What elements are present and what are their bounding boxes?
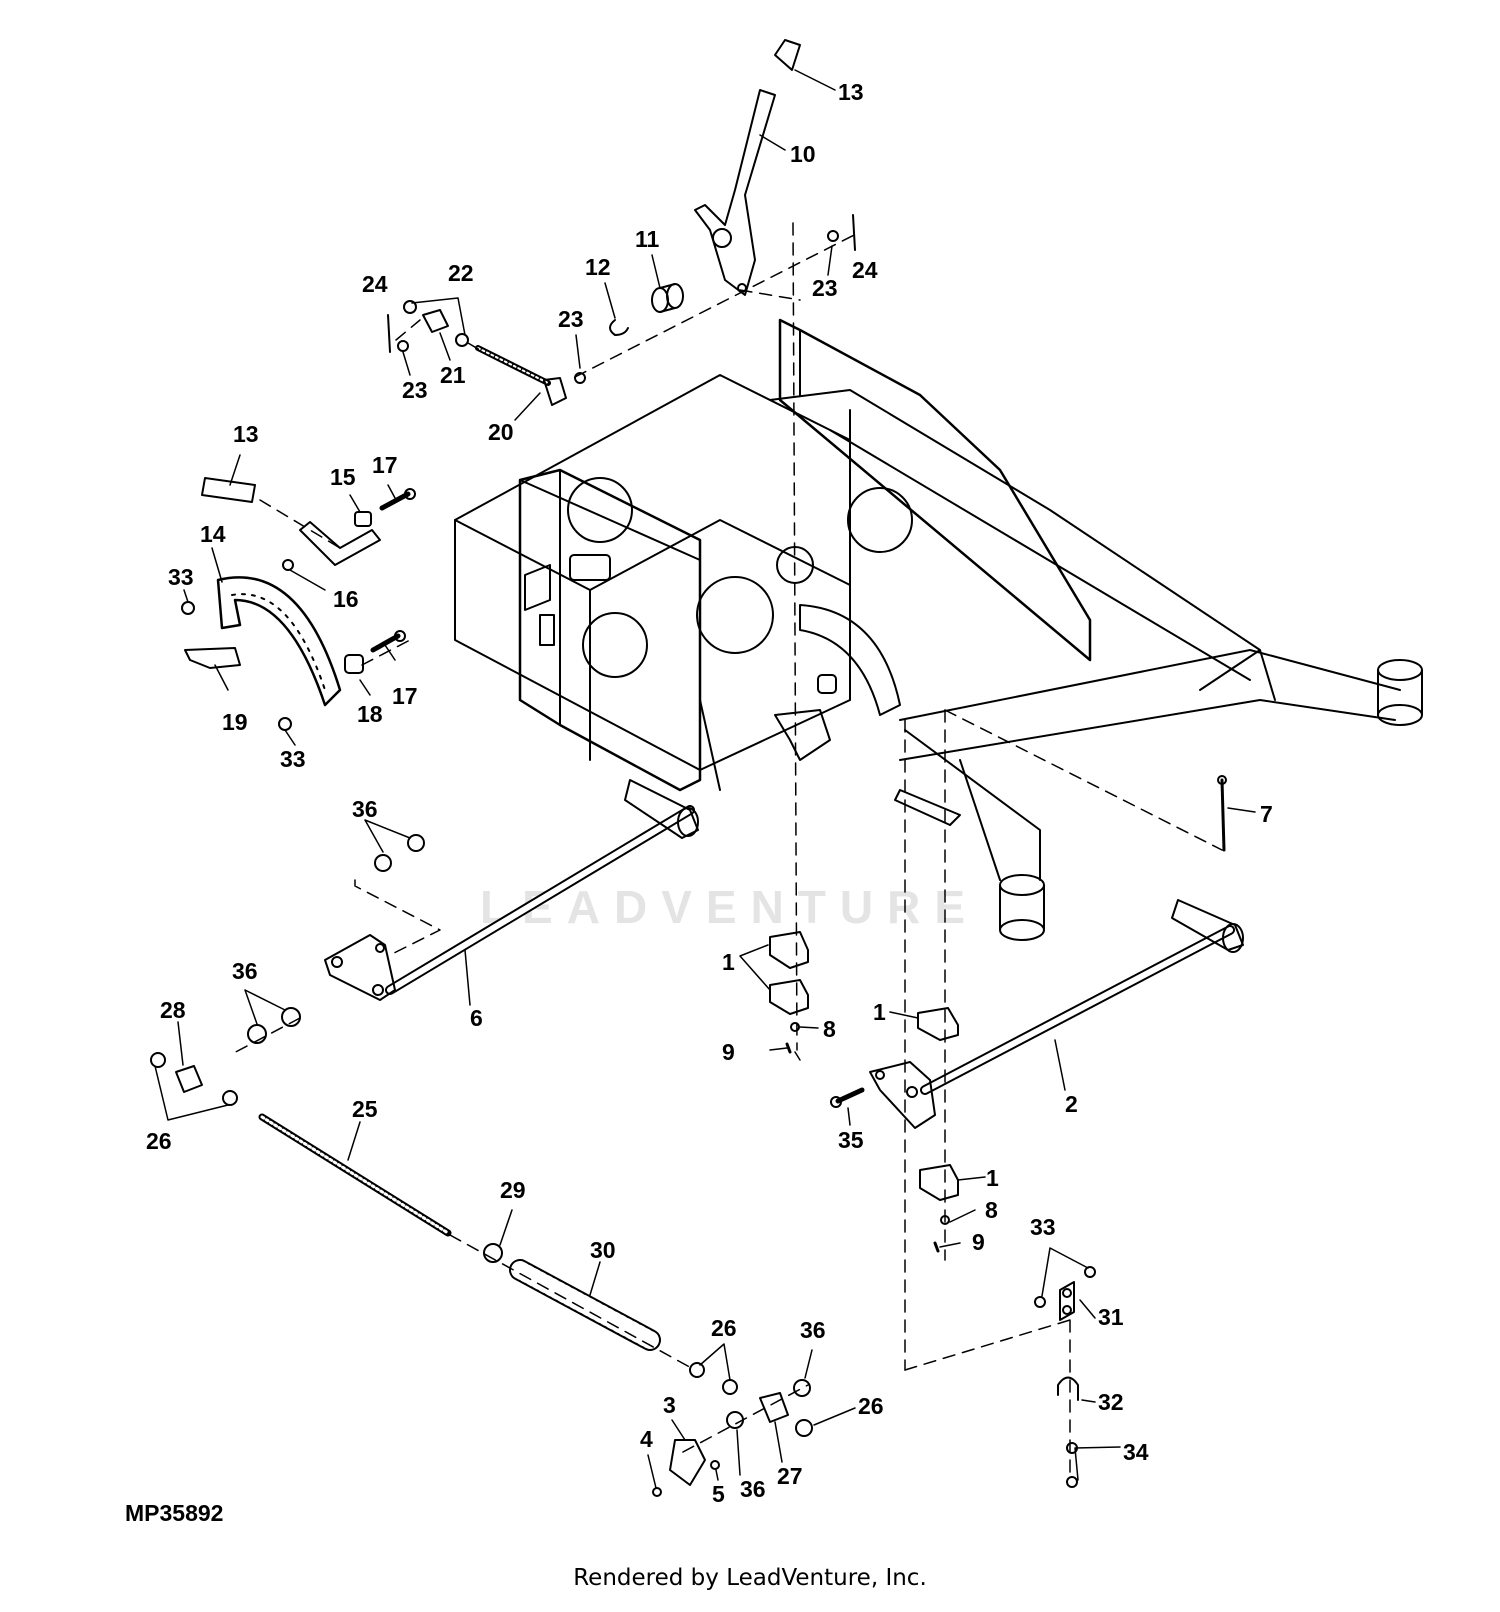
- adjust-rod-assembly: [258, 1113, 813, 1497]
- callout-27: 27: [777, 1463, 803, 1489]
- callout-10: 10: [790, 141, 816, 167]
- callout-36: 36: [232, 958, 258, 984]
- callout-9: 9: [722, 1039, 735, 1065]
- callout-17: 17: [392, 683, 418, 709]
- callout-13: 13: [233, 421, 259, 447]
- assembly-lines: [229, 222, 1223, 1481]
- callout-24: 24: [852, 257, 878, 283]
- callout-33: 33: [280, 746, 306, 772]
- callout-17: 17: [372, 452, 398, 478]
- callout-26: 26: [711, 1315, 737, 1341]
- callout-4: 4: [640, 1426, 653, 1452]
- callout-1: 1: [873, 999, 886, 1025]
- callout-19: 19: [222, 709, 248, 735]
- link-chain-assembly: [1034, 1266, 1096, 1488]
- callout-33: 33: [1030, 1214, 1056, 1240]
- callout-28: 28: [160, 997, 186, 1023]
- callout-25: 25: [352, 1096, 378, 1122]
- callout-5: 5: [712, 1481, 725, 1507]
- callout-32: 32: [1098, 1389, 1124, 1415]
- callout-24: 24: [362, 271, 388, 297]
- footer-credit: Rendered by LeadVenture, Inc.: [573, 1565, 927, 1591]
- callout-29: 29: [500, 1177, 526, 1203]
- leader-lines: [154, 69, 1256, 1489]
- right-lift-shaft: [830, 899, 1244, 1129]
- callout-11: 11: [635, 226, 660, 252]
- callout-33: 33: [168, 564, 194, 590]
- callout-16: 16: [333, 586, 359, 612]
- callout-23: 23: [402, 377, 428, 403]
- callout-9: 9: [972, 1229, 985, 1255]
- callout-12: 12: [585, 254, 611, 280]
- mower-frame: [454, 318, 1423, 941]
- callout-22: 22: [448, 260, 474, 286]
- callout-23: 23: [812, 275, 838, 301]
- callout-36: 36: [800, 1317, 826, 1343]
- callout-35: 35: [838, 1127, 864, 1153]
- callout-31: 31: [1098, 1304, 1124, 1330]
- callout-36: 36: [740, 1476, 766, 1502]
- callout-13: 13: [838, 79, 864, 105]
- callout-numbers: 13 10 11 12 23 23 24 22 24 23 21 20 13 1…: [146, 79, 1273, 1507]
- callout-3: 3: [663, 1392, 676, 1418]
- callout-30: 30: [590, 1237, 616, 1263]
- callout-1: 1: [986, 1165, 999, 1191]
- callout-18: 18: [357, 701, 383, 727]
- diagram-code: MP35892: [125, 1500, 224, 1526]
- callout-36: 36: [352, 796, 378, 822]
- callout-2: 2: [1065, 1091, 1078, 1117]
- callout-7: 7: [1260, 801, 1273, 827]
- left-lift-shaft: [150, 779, 699, 1106]
- callout-34: 34: [1123, 1439, 1149, 1465]
- callout-15: 15: [330, 464, 356, 490]
- height-adjust-quadrant: [181, 477, 416, 731]
- callout-8: 8: [823, 1016, 836, 1042]
- callout-8: 8: [985, 1197, 998, 1223]
- callout-23: 23: [558, 306, 584, 332]
- callout-26: 26: [858, 1393, 884, 1419]
- callout-21: 21: [440, 362, 466, 388]
- callout-14: 14: [200, 521, 226, 547]
- lift-lever-assembly: [387, 39, 856, 406]
- callout-6: 6: [470, 1005, 483, 1031]
- callout-1: 1: [722, 949, 735, 975]
- callout-20: 20: [488, 419, 514, 445]
- callout-26: 26: [146, 1128, 172, 1154]
